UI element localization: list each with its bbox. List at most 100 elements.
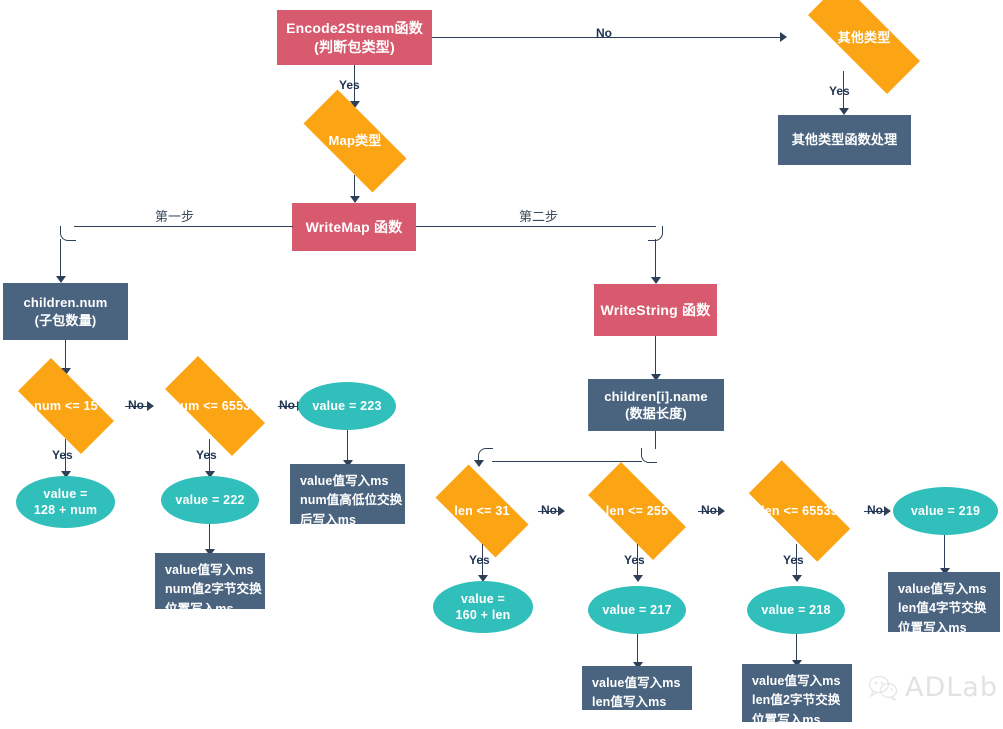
node-box-219-line3: 位置写入ms [898, 620, 967, 635]
node-other-type-label: 其他类型 [837, 30, 891, 46]
node-box-218-line2: len值2字节交换 [752, 693, 841, 708]
node-children-num-line1: children.num [23, 295, 108, 311]
arrow-len31-yes [478, 575, 488, 582]
node-value-222-label: value = 222 [175, 492, 245, 507]
node-box-219[interactable]: value值写入ms len值4字节交换 位置写入ms [888, 572, 1000, 635]
node-value-217[interactable]: value = 217 [588, 586, 686, 634]
node-len-le-255[interactable]: len <= 255 [572, 462, 702, 560]
watermark-text: ADLab [905, 672, 998, 703]
arrow-num15-yes [61, 471, 71, 478]
edge-len65535-to-value219 [864, 511, 886, 513]
node-len-le-31-label: len <= 31 [454, 503, 510, 518]
edge-label-yes-len31: Yes [469, 553, 490, 567]
arrow-writestring-to-childrenname [651, 374, 661, 381]
node-value-223[interactable]: value = 223 [298, 382, 396, 430]
arrow-childrennum-to-num15 [61, 368, 71, 375]
node-value-219[interactable]: value = 219 [893, 487, 998, 535]
edge-writemap-step1-v [60, 239, 62, 278]
edge-label-no-num15: No [128, 398, 144, 412]
edge-num15-yes [65, 439, 67, 473]
node-other-type-process-label: 其他类型函数处理 [791, 132, 898, 148]
edge-encode-to-map [354, 65, 356, 103]
node-box-219-line1: value值写入ms [898, 582, 987, 596]
edge-num65535-yes [209, 439, 211, 473]
node-num-le-65535[interactable]: num <= 65535 [148, 356, 282, 456]
node-value-217-label: value = 217 [602, 602, 672, 617]
node-box-222[interactable]: value值写入ms num值2字节交换 位置写入ms [155, 553, 265, 616]
node-len-le-65535[interactable]: len <= 65535 [731, 460, 868, 562]
node-box-223[interactable]: value值写入ms num值高低位交换 后写入ms [290, 464, 405, 527]
node-encode2stream-line2: (判断包类型) [314, 38, 395, 55]
node-num-le-15[interactable]: num <= 15 [3, 358, 129, 454]
node-len-le-65535-label: len <= 65535 [761, 503, 838, 518]
node-map-type-diamond[interactable]: Map类型 [286, 89, 424, 193]
node-writestring[interactable]: WriteString 函数 [594, 284, 717, 336]
arrow-len65535-to-value219 [884, 506, 891, 516]
edge-writemap-step2-h [416, 226, 656, 228]
arrow-len31-to-len255 [558, 506, 565, 516]
edge-num15-to-num65535 [125, 406, 149, 408]
edge-value222-to-box [209, 524, 211, 551]
node-len-le-31[interactable]: len <= 31 [422, 464, 542, 558]
edge-label-no-len255: No [701, 503, 717, 517]
edge-len65535-yes [796, 544, 798, 577]
node-value-128-num-line1: value = [43, 486, 88, 501]
arrow-num15-to-num65535 [147, 401, 154, 411]
node-children-name[interactable]: children[i].name (数据长度) [588, 379, 724, 431]
node-encode2stream[interactable]: Encode2Stream函数 (判断包类型) [277, 10, 432, 65]
edge-len31-to-len255 [538, 511, 560, 513]
edge-writemap-step2-v [655, 239, 657, 279]
node-len-le-255-label: len <= 255 [605, 503, 669, 518]
edge-map-to-writemap [354, 175, 356, 199]
node-writemap[interactable]: WriteMap 函数 [292, 203, 416, 251]
node-box-218-line1: value值写入ms [752, 674, 841, 688]
edge-label-yes-len65535: Yes [783, 553, 804, 567]
node-box-217-line2: len值写入ms [592, 695, 667, 710]
node-value-128-num[interactable]: value = 128 + num [16, 476, 115, 528]
node-children-num[interactable]: children.num (子包数量) [3, 283, 128, 340]
node-num-le-15-label: num <= 15 [34, 398, 98, 413]
node-box-218[interactable]: value值写入ms len值2字节交换 位置写入ms [742, 664, 852, 727]
edge-other-to-process [843, 71, 845, 111]
edge-len255-to-len65535 [698, 511, 720, 513]
edge-label-no-len65535: No [867, 503, 883, 517]
arrow-value218-to-box [792, 660, 802, 667]
node-other-type-process[interactable]: 其他类型函数处理 [778, 115, 911, 165]
edge-value223-to-box [347, 430, 349, 462]
node-children-name-line2: (数据长度) [625, 406, 687, 421]
node-encode2stream-line1: Encode2Stream函数 [286, 20, 423, 37]
edge-label-yes-num65535: Yes [196, 448, 217, 462]
edge-writemap-step1-corner [60, 226, 76, 241]
diamond-shape [808, 0, 920, 94]
edge-childrennum-to-num15 [65, 340, 67, 370]
arrow-step1-to-childrennum [56, 276, 66, 283]
node-value-223-label: value = 223 [312, 398, 382, 413]
node-box-222-line2: num值2字节交换 [165, 582, 262, 597]
edge-childrenname-down [655, 431, 657, 449]
arrow-childrenname-to-len31 [474, 460, 484, 467]
arrow-encode-to-other [780, 32, 787, 42]
edge-label-no-top: No [596, 26, 612, 40]
arrow-len255-yes [633, 575, 643, 582]
node-writemap-label: WriteMap 函数 [305, 218, 403, 235]
node-box-217-line1: value值写入ms [592, 676, 681, 690]
arrow-len255-to-len65535 [718, 506, 725, 516]
edge-label-no-num65535: No [279, 398, 295, 412]
arrow-value223-to-box [343, 460, 353, 467]
node-writestring-label: WriteString 函数 [600, 301, 711, 318]
node-value-222[interactable]: value = 222 [161, 476, 259, 524]
arrow-map-to-writemap [350, 196, 360, 203]
edge-childrenname-corner-left [478, 448, 493, 463]
watermark: ADLab [868, 672, 998, 703]
edge-value218-to-box [796, 634, 798, 662]
node-box-219-line2: len值4字节交换 [898, 601, 987, 616]
node-other-type-diamond[interactable]: 其他类型 [785, 0, 943, 94]
node-value-160-len[interactable]: value = 160 + len [433, 581, 533, 633]
edge-label-no-len31: No [541, 503, 557, 517]
node-value-218-label: value = 218 [761, 602, 831, 617]
node-value-218[interactable]: value = 218 [747, 586, 845, 634]
edge-label-yes-num15: Yes [52, 448, 73, 462]
node-box-217[interactable]: value值写入ms len值写入ms [582, 666, 692, 710]
edge-len31-yes [482, 544, 484, 577]
node-map-type-label: Map类型 [328, 133, 382, 149]
